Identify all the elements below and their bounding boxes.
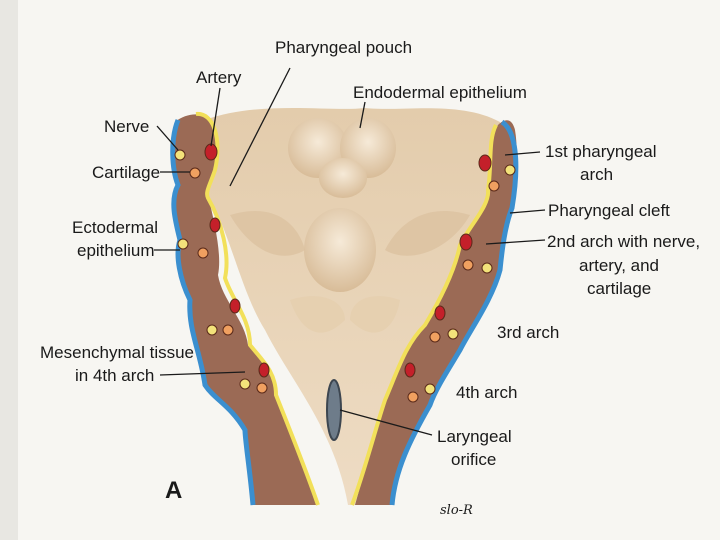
cartilage-dot bbox=[190, 168, 200, 178]
label-mesenchymal-line1: Mesenchymal tissue bbox=[40, 343, 194, 362]
artery-dot bbox=[205, 144, 217, 160]
label-mesenchymal-line2: in 4th arch bbox=[75, 366, 154, 385]
page-margin-shadow bbox=[0, 0, 18, 540]
label-artery: Artery bbox=[196, 68, 242, 87]
label-ectodermal-line1: Ectodermal bbox=[72, 218, 158, 237]
laryngeal-orifice-slit bbox=[327, 380, 341, 440]
panel-letter: A bbox=[165, 477, 182, 504]
label-ectodermal-line2: epithelium bbox=[77, 241, 155, 260]
nerve-dot bbox=[175, 150, 185, 160]
label-first-arch-line1: 1st pharyngeal bbox=[545, 142, 657, 161]
label-endodermal-epithelium: Endodermal epithelium bbox=[353, 83, 527, 102]
label-laryngeal-line2: orifice bbox=[451, 450, 496, 469]
label-pharyngeal-pouch: Pharyngeal pouch bbox=[275, 38, 412, 57]
label-second-arch-line2: artery, and bbox=[579, 256, 659, 275]
label-third-arch: 3rd arch bbox=[497, 323, 559, 342]
label-fourth-arch: 4th arch bbox=[456, 383, 517, 402]
label-nerve: Nerve bbox=[104, 117, 149, 136]
label-cartilage: Cartilage bbox=[92, 163, 160, 182]
label-first-arch-line2: arch bbox=[580, 165, 613, 184]
label-laryngeal-line1: Laryngeal bbox=[437, 427, 512, 446]
label-pharyngeal-cleft: Pharyngeal cleft bbox=[548, 201, 670, 220]
artist-signature: slo-R bbox=[440, 503, 473, 518]
label-second-arch-line3: cartilage bbox=[587, 279, 651, 298]
label-second-arch-line1: 2nd arch with nerve, bbox=[547, 232, 700, 251]
